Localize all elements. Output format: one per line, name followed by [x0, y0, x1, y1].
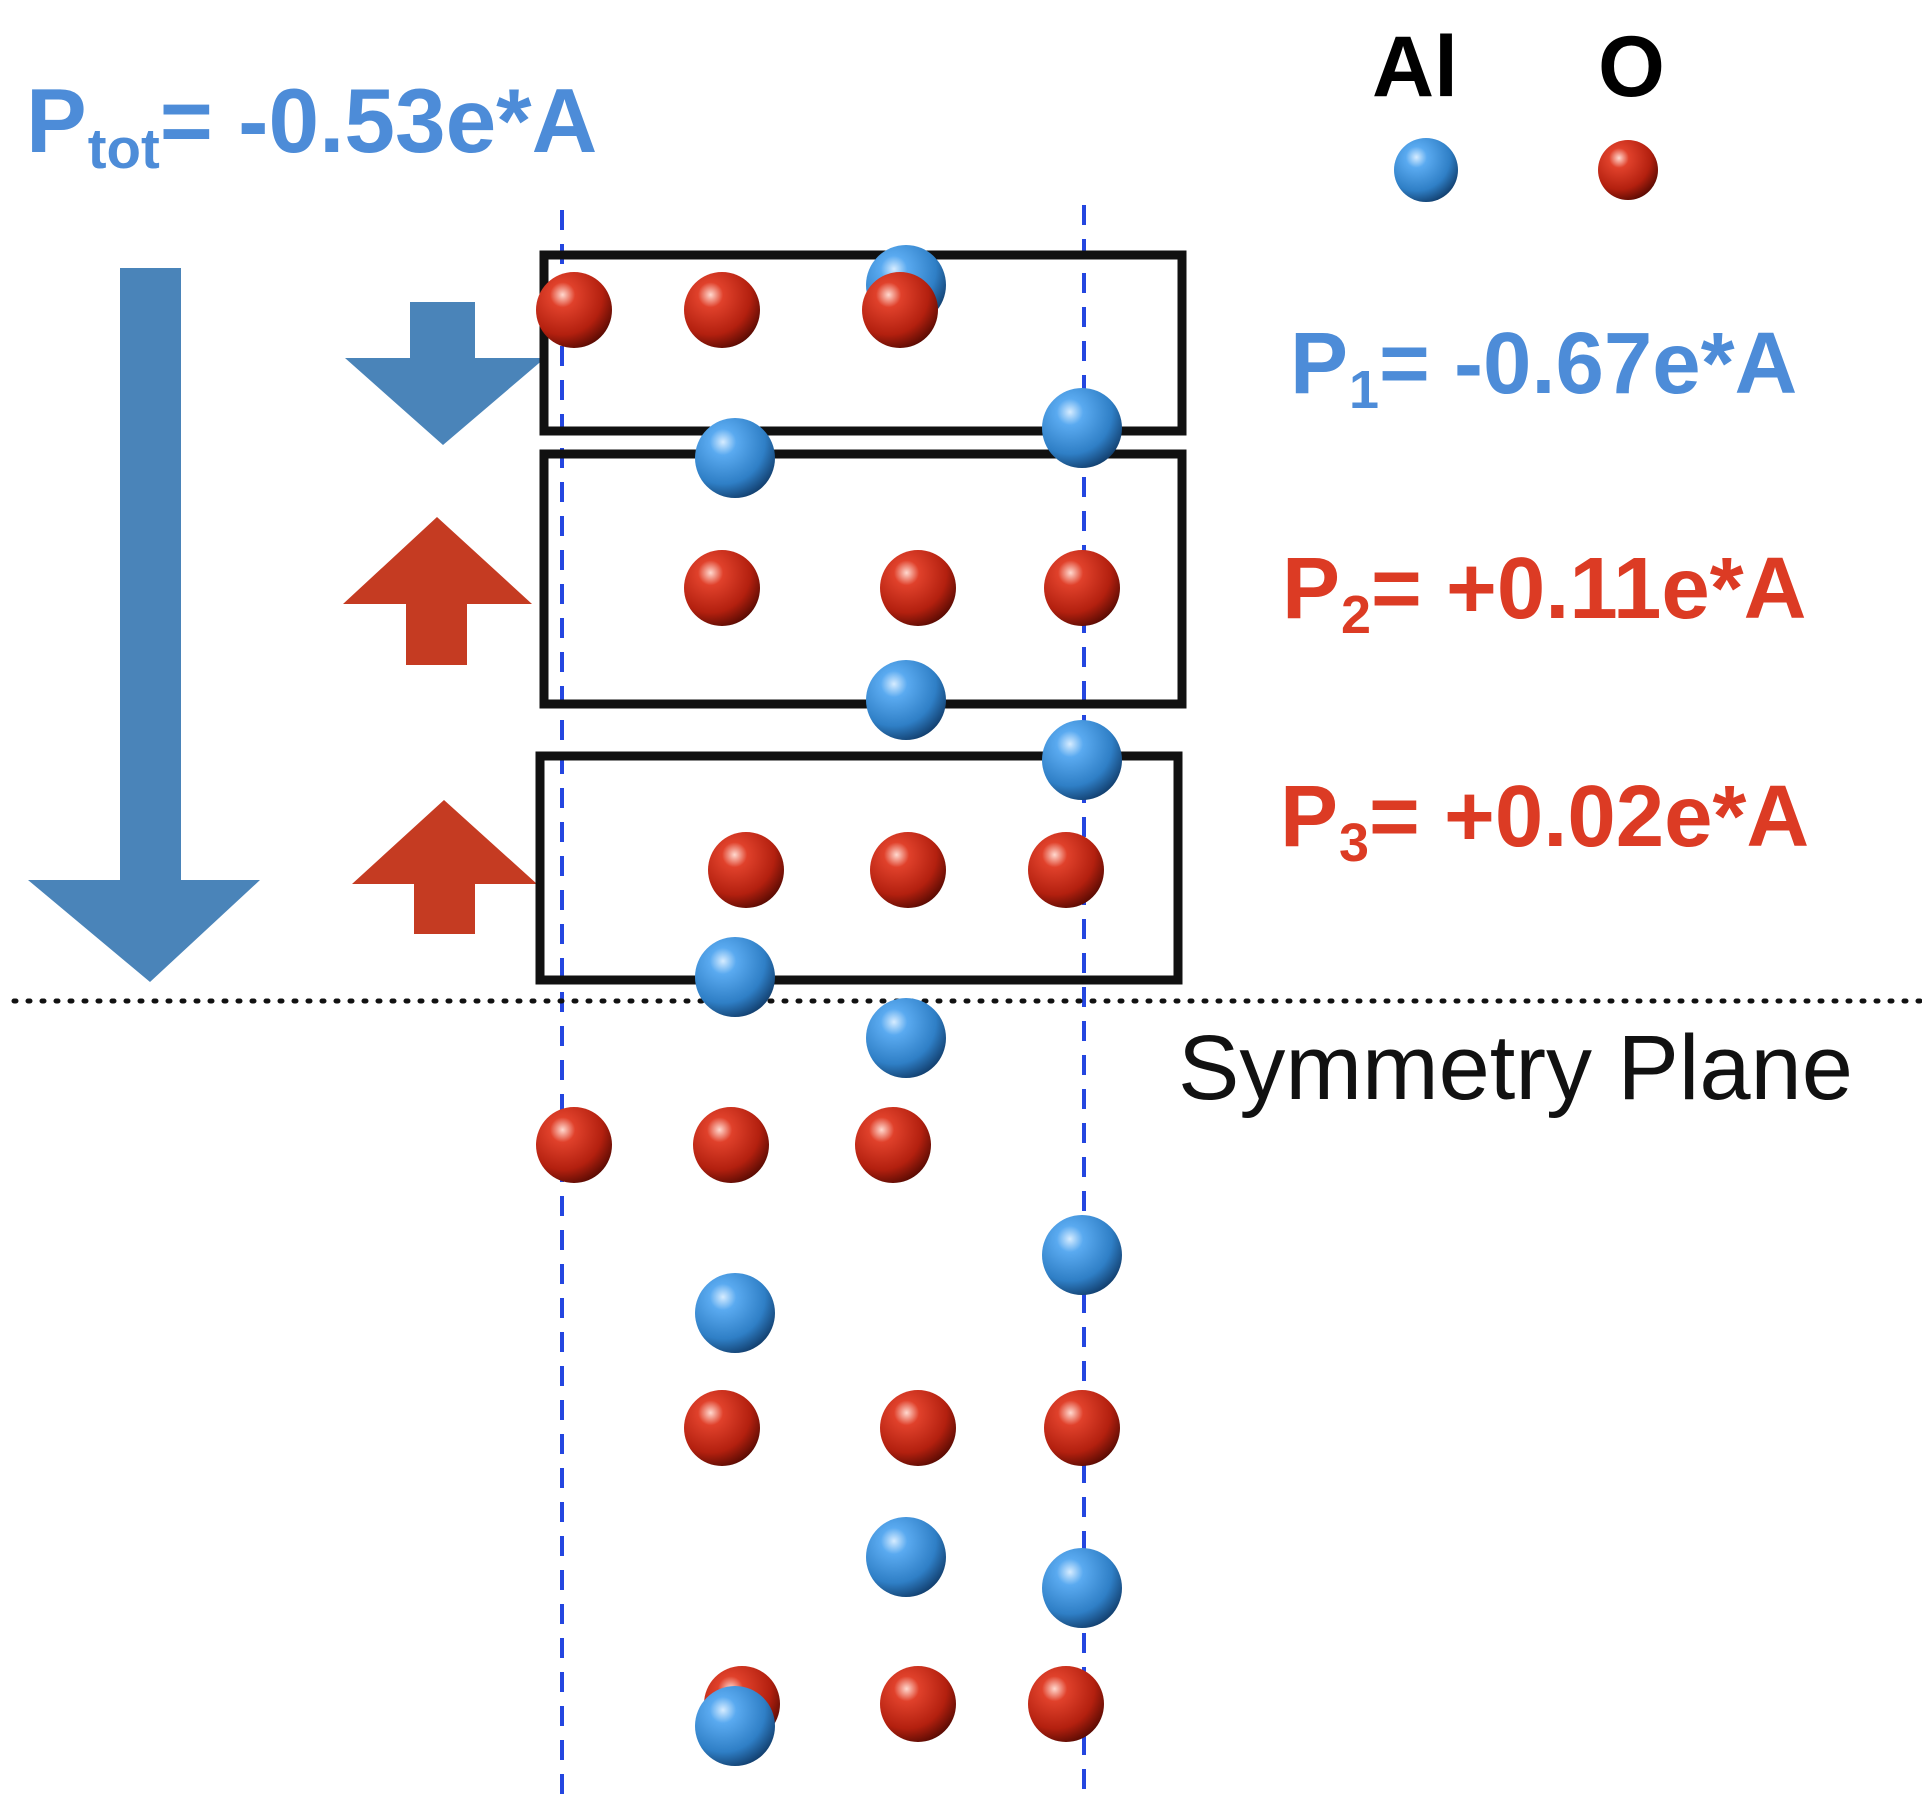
layer3-arrow-up-icon — [352, 800, 537, 934]
legend-o-atom — [1598, 140, 1658, 200]
o-atom — [855, 1107, 931, 1183]
atoms — [536, 245, 1122, 1766]
layer1-polarization-subscript: 1 — [1349, 360, 1380, 421]
o-atom — [708, 832, 784, 908]
o-atom — [684, 550, 760, 626]
total-polarization-subscript: tot — [87, 116, 160, 180]
layer1-polarization-symbol: P — [1290, 315, 1349, 412]
o-atom — [1044, 550, 1120, 626]
total-polarization-value: = -0.53e*A — [159, 71, 598, 172]
layer3-polarization-subscript: 3 — [1339, 813, 1370, 874]
layer2-polarization-subscript: 2 — [1341, 585, 1372, 646]
al-atom — [1042, 720, 1122, 800]
layer2-polarization-label: P2= +0.11e*A — [1282, 545, 1806, 643]
total-polarization-arrow-icon — [28, 268, 260, 982]
legend-al-label: Al — [1372, 19, 1458, 115]
o-atom — [870, 832, 946, 908]
o-atom — [880, 550, 956, 626]
layer1-box — [539, 250, 1187, 436]
layer3-box — [535, 751, 1183, 985]
o-atom — [536, 1107, 612, 1183]
al-atom — [1042, 1215, 1122, 1295]
o-atom — [1028, 1666, 1104, 1742]
layer2-box — [539, 449, 1187, 709]
o-atom — [862, 272, 938, 348]
layer1-polarization-label: P1= -0.67e*A — [1290, 320, 1797, 418]
o-atom — [880, 1666, 956, 1742]
layer2-polarization-symbol: P — [1282, 540, 1341, 637]
layer2-polarization-value: = +0.11e*A — [1371, 540, 1807, 637]
o-atom — [536, 272, 612, 348]
legend-al-atom — [1394, 138, 1458, 202]
o-atom — [880, 1390, 956, 1466]
total-polarization-label: Ptot= -0.53e*A — [26, 76, 597, 177]
al-atom — [866, 660, 946, 740]
al-atom — [695, 418, 775, 498]
al-atom — [1042, 388, 1122, 468]
total-polarization-symbol: P — [26, 71, 87, 172]
al-atom — [866, 1517, 946, 1597]
al-atom — [695, 937, 775, 1017]
o-atom — [1028, 832, 1104, 908]
o-atom — [693, 1107, 769, 1183]
layer3-polarization-label: P3= +0.02e*A — [1280, 773, 1809, 871]
al-atom — [866, 998, 946, 1078]
o-atom — [684, 1390, 760, 1466]
layer1-polarization-value: = -0.67e*A — [1379, 315, 1798, 412]
symmetry-plane-label: Symmetry Plane — [1178, 1017, 1853, 1119]
al-atom — [1042, 1548, 1122, 1628]
layer3-polarization-value: = +0.02e*A — [1369, 768, 1810, 865]
layer1-arrow-down-icon — [345, 302, 545, 445]
layer2-arrow-up-icon — [343, 517, 532, 665]
o-atom — [1044, 1390, 1120, 1466]
layer3-polarization-symbol: P — [1280, 768, 1339, 865]
al-atom — [695, 1273, 775, 1353]
legend-o-label: O — [1598, 19, 1665, 115]
al-atom — [695, 1686, 775, 1766]
o-atom — [684, 272, 760, 348]
